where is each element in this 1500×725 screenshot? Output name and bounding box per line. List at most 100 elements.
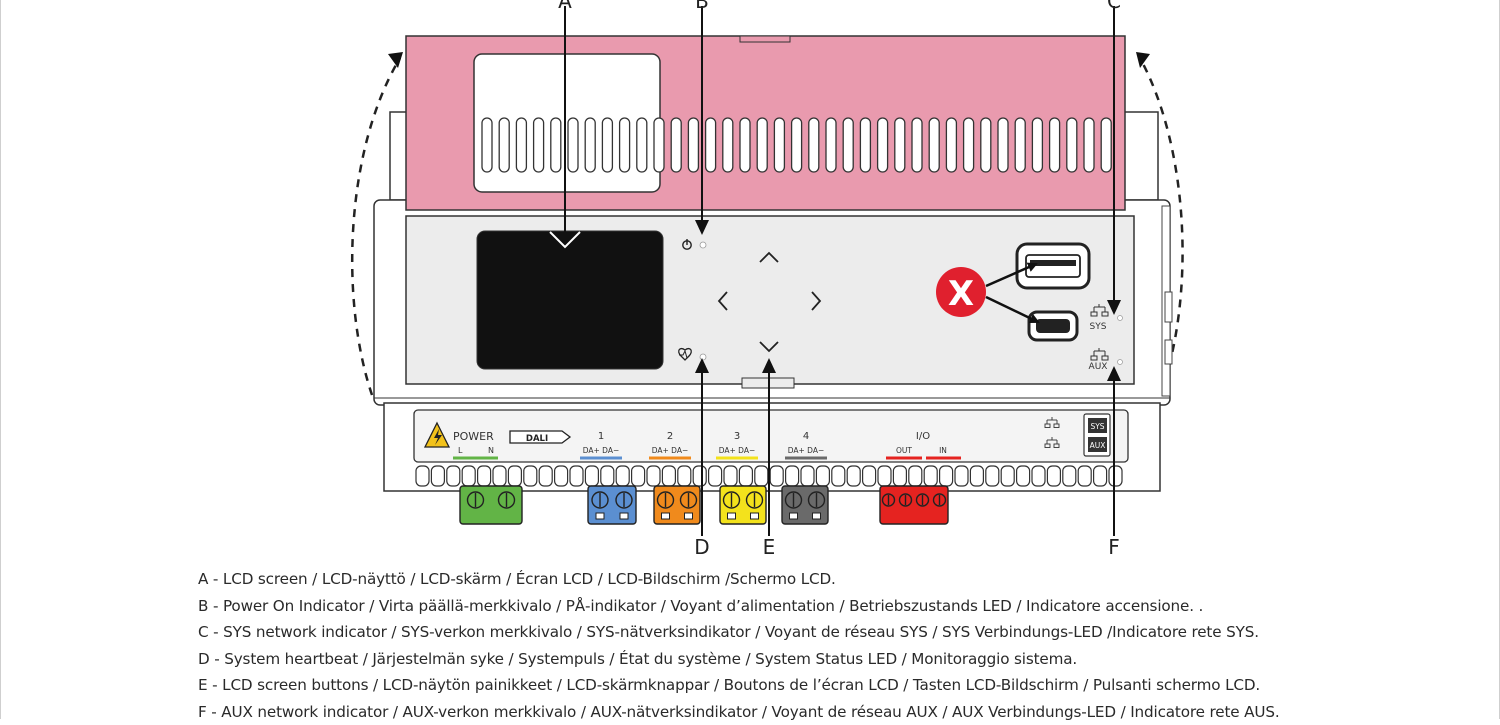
channel-2-da-labels: DA+ DA− bbox=[652, 446, 689, 455]
callout-b: B bbox=[695, 0, 709, 13]
x-callout-label: X bbox=[948, 274, 974, 314]
screw-clamp bbox=[709, 466, 722, 486]
vent-slot bbox=[912, 118, 922, 172]
screw-clamp bbox=[539, 466, 552, 486]
channel-2-terminal-block[interactable] bbox=[654, 486, 700, 524]
vent-slot bbox=[688, 118, 698, 172]
vent-slot bbox=[671, 118, 681, 172]
vent-slot bbox=[534, 118, 544, 172]
callout-d: D bbox=[694, 535, 709, 559]
vent-slot bbox=[516, 118, 526, 172]
callout-e: E bbox=[763, 535, 776, 559]
screw-clamp bbox=[924, 466, 937, 486]
vent-slot bbox=[723, 118, 733, 172]
screw-clamp bbox=[739, 466, 752, 486]
sys-badge-label: SYS bbox=[1090, 422, 1104, 431]
screw-clamp bbox=[478, 466, 491, 486]
vent-slot bbox=[602, 118, 612, 172]
screw-clamp bbox=[678, 466, 691, 486]
legend-item-a: A - LCD screen / LCD-näyttö / LCD-skärm … bbox=[198, 566, 1488, 593]
channel-1-terminal-block[interactable] bbox=[588, 486, 636, 524]
vent-slot bbox=[878, 118, 888, 172]
vent-slot bbox=[1050, 118, 1060, 172]
callout-c: C bbox=[1107, 0, 1121, 13]
vent-slot bbox=[757, 118, 767, 172]
channel-3-da-labels: DA+ DA− bbox=[719, 446, 756, 455]
screw-clamp bbox=[1094, 466, 1107, 486]
screw-clamp bbox=[632, 466, 645, 486]
screw-clamp bbox=[816, 466, 829, 486]
vent-slot bbox=[482, 118, 492, 172]
screw-clamp bbox=[601, 466, 614, 486]
sys-indicator-label: SYS bbox=[1090, 322, 1107, 332]
screw-clamp bbox=[447, 466, 460, 486]
vent-slot bbox=[637, 118, 647, 172]
vent-slot bbox=[1084, 118, 1094, 172]
vent-slot bbox=[809, 118, 819, 172]
screw-clamp bbox=[1001, 466, 1014, 486]
vent-slot bbox=[843, 118, 853, 172]
screw-clamp bbox=[770, 466, 783, 486]
channel-4-label: 4 bbox=[803, 431, 809, 442]
n-label: N bbox=[488, 446, 494, 455]
channel-4-terminal-block[interactable] bbox=[782, 486, 828, 524]
screw-clamp bbox=[986, 466, 999, 486]
vent-slot bbox=[551, 118, 561, 172]
vent-slot bbox=[1067, 118, 1077, 172]
vent-slot bbox=[998, 118, 1008, 172]
vent-slot bbox=[620, 118, 630, 172]
screw-clamp bbox=[801, 466, 814, 486]
vent-slot bbox=[826, 118, 836, 172]
screw-clamp bbox=[585, 466, 598, 486]
channel-3-terminal-block[interactable] bbox=[720, 486, 766, 524]
vent-slot bbox=[740, 118, 750, 172]
legend-item-b: B - Power On Indicator / Virta päällä-me… bbox=[198, 593, 1488, 620]
left-rotation-arrowhead bbox=[388, 52, 403, 68]
terminal-label-strip: POWER L N DALI 1 DA+ DA− 2 DA+ DA− 3 DA+… bbox=[414, 410, 1128, 462]
channel-1-label: 1 bbox=[598, 431, 604, 442]
io-terminal-block[interactable] bbox=[880, 486, 948, 524]
vent-slot bbox=[1032, 118, 1042, 172]
vent-slot bbox=[568, 118, 578, 172]
dali-logo: DALI bbox=[510, 431, 570, 444]
screw-clamp bbox=[1063, 466, 1076, 486]
top-cover bbox=[406, 36, 1125, 210]
screw-clamp bbox=[570, 466, 583, 486]
vent-slot bbox=[964, 118, 974, 172]
screw-clamp bbox=[1078, 466, 1091, 486]
vent-slot bbox=[1015, 118, 1025, 172]
screw-clamp bbox=[1109, 466, 1122, 486]
vent-slot bbox=[895, 118, 905, 172]
dali-logo-text: DALI bbox=[526, 434, 548, 444]
screw-clamp bbox=[493, 466, 506, 486]
callout-a: A bbox=[558, 0, 572, 13]
screw-clamp bbox=[909, 466, 922, 486]
vent-slot bbox=[1101, 118, 1111, 172]
legend-item-e: E - LCD screen buttons / LCD-näytön pain… bbox=[198, 672, 1488, 699]
screw-clamp bbox=[616, 466, 629, 486]
vent-slot bbox=[585, 118, 595, 172]
screw-clamp bbox=[693, 466, 706, 486]
screw-clamp bbox=[555, 466, 568, 486]
screw-clamp bbox=[1032, 466, 1045, 486]
power-terminal-block[interactable] bbox=[460, 486, 522, 524]
device-diagram: X SYS AUX POWER L N bbox=[0, 0, 1500, 560]
screw-clamp bbox=[416, 466, 429, 486]
screw-clamp bbox=[940, 466, 953, 486]
screw-clamp bbox=[524, 466, 537, 486]
io-out-label: OUT bbox=[896, 446, 912, 455]
channel-1-da-labels: DA+ DA− bbox=[583, 446, 620, 455]
vent-slot bbox=[792, 118, 802, 172]
vent-slot bbox=[946, 118, 956, 172]
screw-clamp bbox=[647, 466, 660, 486]
vent-slot bbox=[774, 118, 784, 172]
screw-clamp bbox=[755, 466, 768, 486]
vent-slot bbox=[499, 118, 509, 172]
screw-clamp bbox=[431, 466, 444, 486]
channel-2-label: 2 bbox=[667, 431, 673, 442]
screw-clamp bbox=[662, 466, 675, 486]
vent-slots bbox=[482, 118, 1111, 172]
vent-slot bbox=[929, 118, 939, 172]
legend-item-d: D - System heartbeat / Järjestelmän syke… bbox=[198, 646, 1488, 673]
screw-clamp bbox=[724, 466, 737, 486]
